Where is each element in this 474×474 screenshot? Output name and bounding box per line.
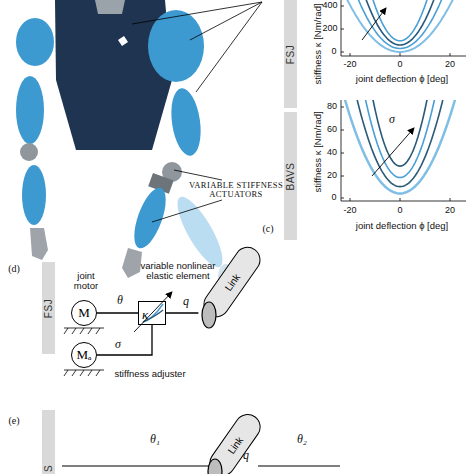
band-label: FSJ <box>43 298 54 317</box>
link-label: Link <box>222 271 242 292</box>
plot-axes <box>341 0 466 201</box>
ground-symbol <box>64 328 104 376</box>
stiffness-curve <box>341 100 460 193</box>
tick-label: 400 <box>322 1 337 11</box>
group-band: FSJ <box>42 262 55 354</box>
sigma-arrow <box>362 8 386 40</box>
shaft-connector <box>97 312 138 313</box>
tick-label: -20 <box>343 60 356 70</box>
sigma-arrow <box>372 128 414 176</box>
stiffness-curve <box>341 0 460 41</box>
variable-symbol: q <box>243 449 249 462</box>
callout-label: VARIABLE STIFFNESS ACTUATORS <box>180 181 292 200</box>
tick-label: 20 <box>445 206 455 216</box>
tick-label: 20 <box>327 171 337 181</box>
stiffness-curve <box>341 100 460 187</box>
axis-label: joint deflection ϕ [deg] <box>356 221 448 231</box>
annotation: joint motor <box>65 271 107 292</box>
motor-symbol: Mₐ <box>76 347 91 363</box>
stiffness-curve <box>341 100 460 166</box>
tick-label: 60 <box>327 125 337 135</box>
axis-label: stiffness κ [Nm/rad] <box>313 111 323 192</box>
variable-arrow <box>134 292 172 332</box>
motor-circle: M <box>71 300 97 326</box>
variable-symbol: θ₂ <box>297 433 307 446</box>
band-label: BAVS <box>285 162 296 190</box>
shaft-connector <box>97 325 152 355</box>
group-band: S <box>42 410 55 474</box>
variable-symbol: σ <box>389 113 395 126</box>
link-joint <box>202 302 216 328</box>
panel-label: (d) <box>8 263 20 274</box>
axis-label: joint deflection ϕ [deg] <box>356 74 448 84</box>
variable-symbol: q <box>183 295 189 308</box>
stiffness-curve <box>341 0 460 45</box>
annotation: stiffness adjuster <box>114 369 185 379</box>
tick-label: 40 <box>327 148 337 158</box>
axis-label: stiffness κ [Nm/rad] <box>313 3 323 84</box>
tick-label: 0 <box>397 206 402 216</box>
tick-label: 0 <box>331 47 336 57</box>
stiffness-curves <box>341 0 460 52</box>
tick-label: 20 <box>445 60 455 70</box>
tick-label: -20 <box>343 206 356 216</box>
tick-label: 0 <box>397 60 402 70</box>
shaft-connector <box>166 312 198 313</box>
annotation: variable nonlinear elastic element <box>128 261 228 282</box>
panel-label: (c) <box>262 223 273 234</box>
link-label: Link <box>225 434 245 455</box>
motor-circle: Mₐ <box>71 342 97 368</box>
band-label: FSJ <box>285 44 296 63</box>
group-band: FSJ <box>284 0 297 108</box>
tick-label: 200 <box>322 24 337 34</box>
stiffness-curves <box>341 100 460 193</box>
tick-label: 80 <box>327 102 337 112</box>
tick-label: 0 <box>331 193 336 203</box>
panel-label: (e) <box>8 415 19 426</box>
robot-illustration <box>16 0 234 288</box>
group-band: BAVS <box>284 112 297 240</box>
variable-symbol: σ <box>115 338 121 351</box>
variable-symbol: θ₁ <box>150 433 160 446</box>
shaft-lines <box>62 465 340 466</box>
motor-symbol: M <box>78 305 90 321</box>
band-label: S <box>43 465 54 472</box>
variable-symbol: θ <box>117 294 123 307</box>
